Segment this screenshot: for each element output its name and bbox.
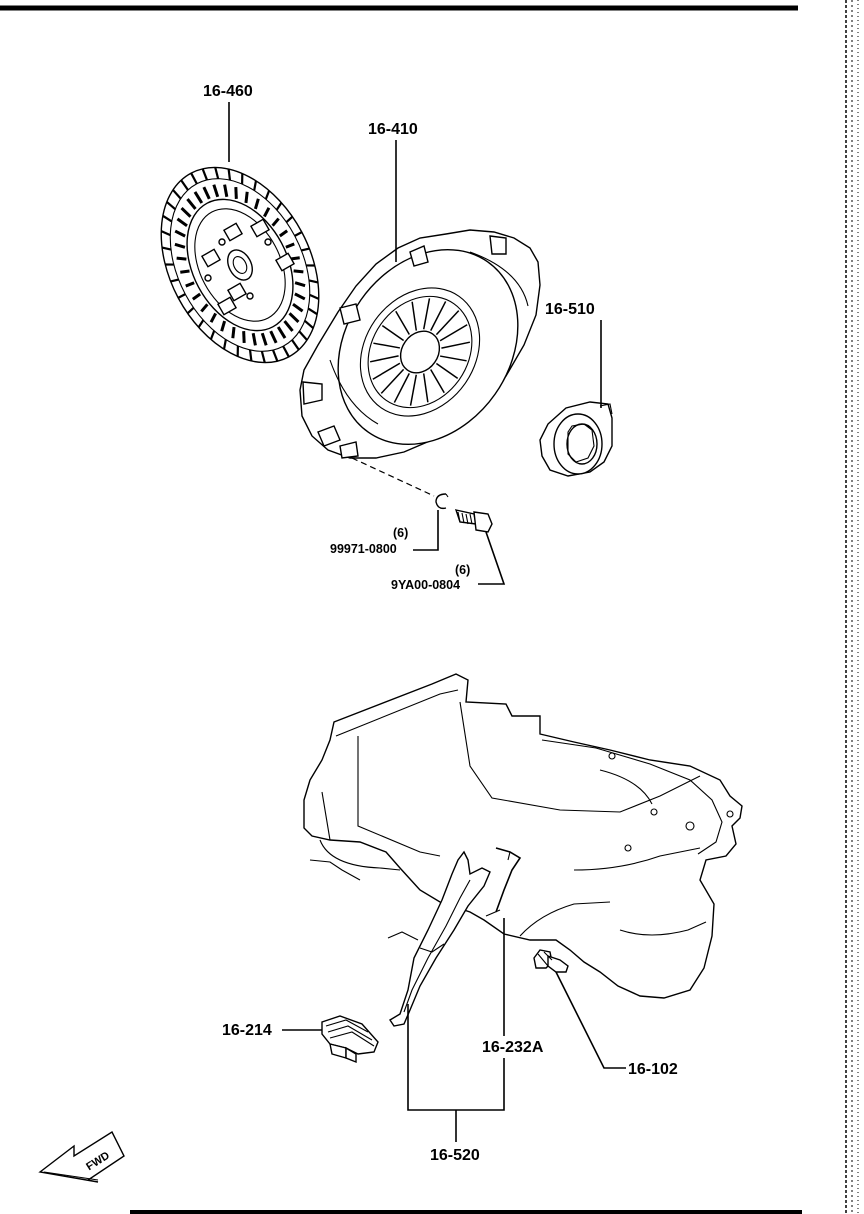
leader-line-16-102 <box>555 971 626 1069</box>
bolt-drawing <box>454 509 493 533</box>
release-fork-drawing <box>387 850 491 1027</box>
label-16-460: 16-460 <box>203 83 253 100</box>
release-bearing-drawing <box>539 401 613 477</box>
pivot-bolt-drawing <box>533 949 569 973</box>
spring-clip-drawing <box>485 847 522 917</box>
label-9YA00-0804: 9YA00-0804 <box>391 578 460 592</box>
washer-drawing <box>435 493 449 510</box>
dashed-assembly-line <box>351 457 435 497</box>
label-16-214: 16-214 <box>222 1022 272 1039</box>
label-16-520: 16-520 <box>430 1147 480 1164</box>
label-16-232A: 16-232A <box>482 1039 544 1056</box>
fwd-arrow-icon: FWD <box>38 1130 125 1183</box>
bolt-quantity: (6) <box>455 563 470 577</box>
label-99971-0800: 99971-0800 <box>330 542 397 556</box>
label-16-510: 16-510 <box>545 301 595 318</box>
label-16-410: 16-410 <box>368 121 418 138</box>
transaxle-housing-drawing <box>303 673 743 999</box>
leader-line-99971-0800 <box>413 510 439 551</box>
leader-line-9YA00-0804 <box>478 531 506 585</box>
clutch-disc-drawing <box>160 166 320 364</box>
label-16-102: 16-102 <box>628 1061 678 1078</box>
pressure-plate-drawing <box>299 229 541 459</box>
washer-quantity: (6) <box>393 526 408 540</box>
boot-drawing <box>321 1015 379 1064</box>
leader-line-16-520 <box>407 1004 505 1111</box>
